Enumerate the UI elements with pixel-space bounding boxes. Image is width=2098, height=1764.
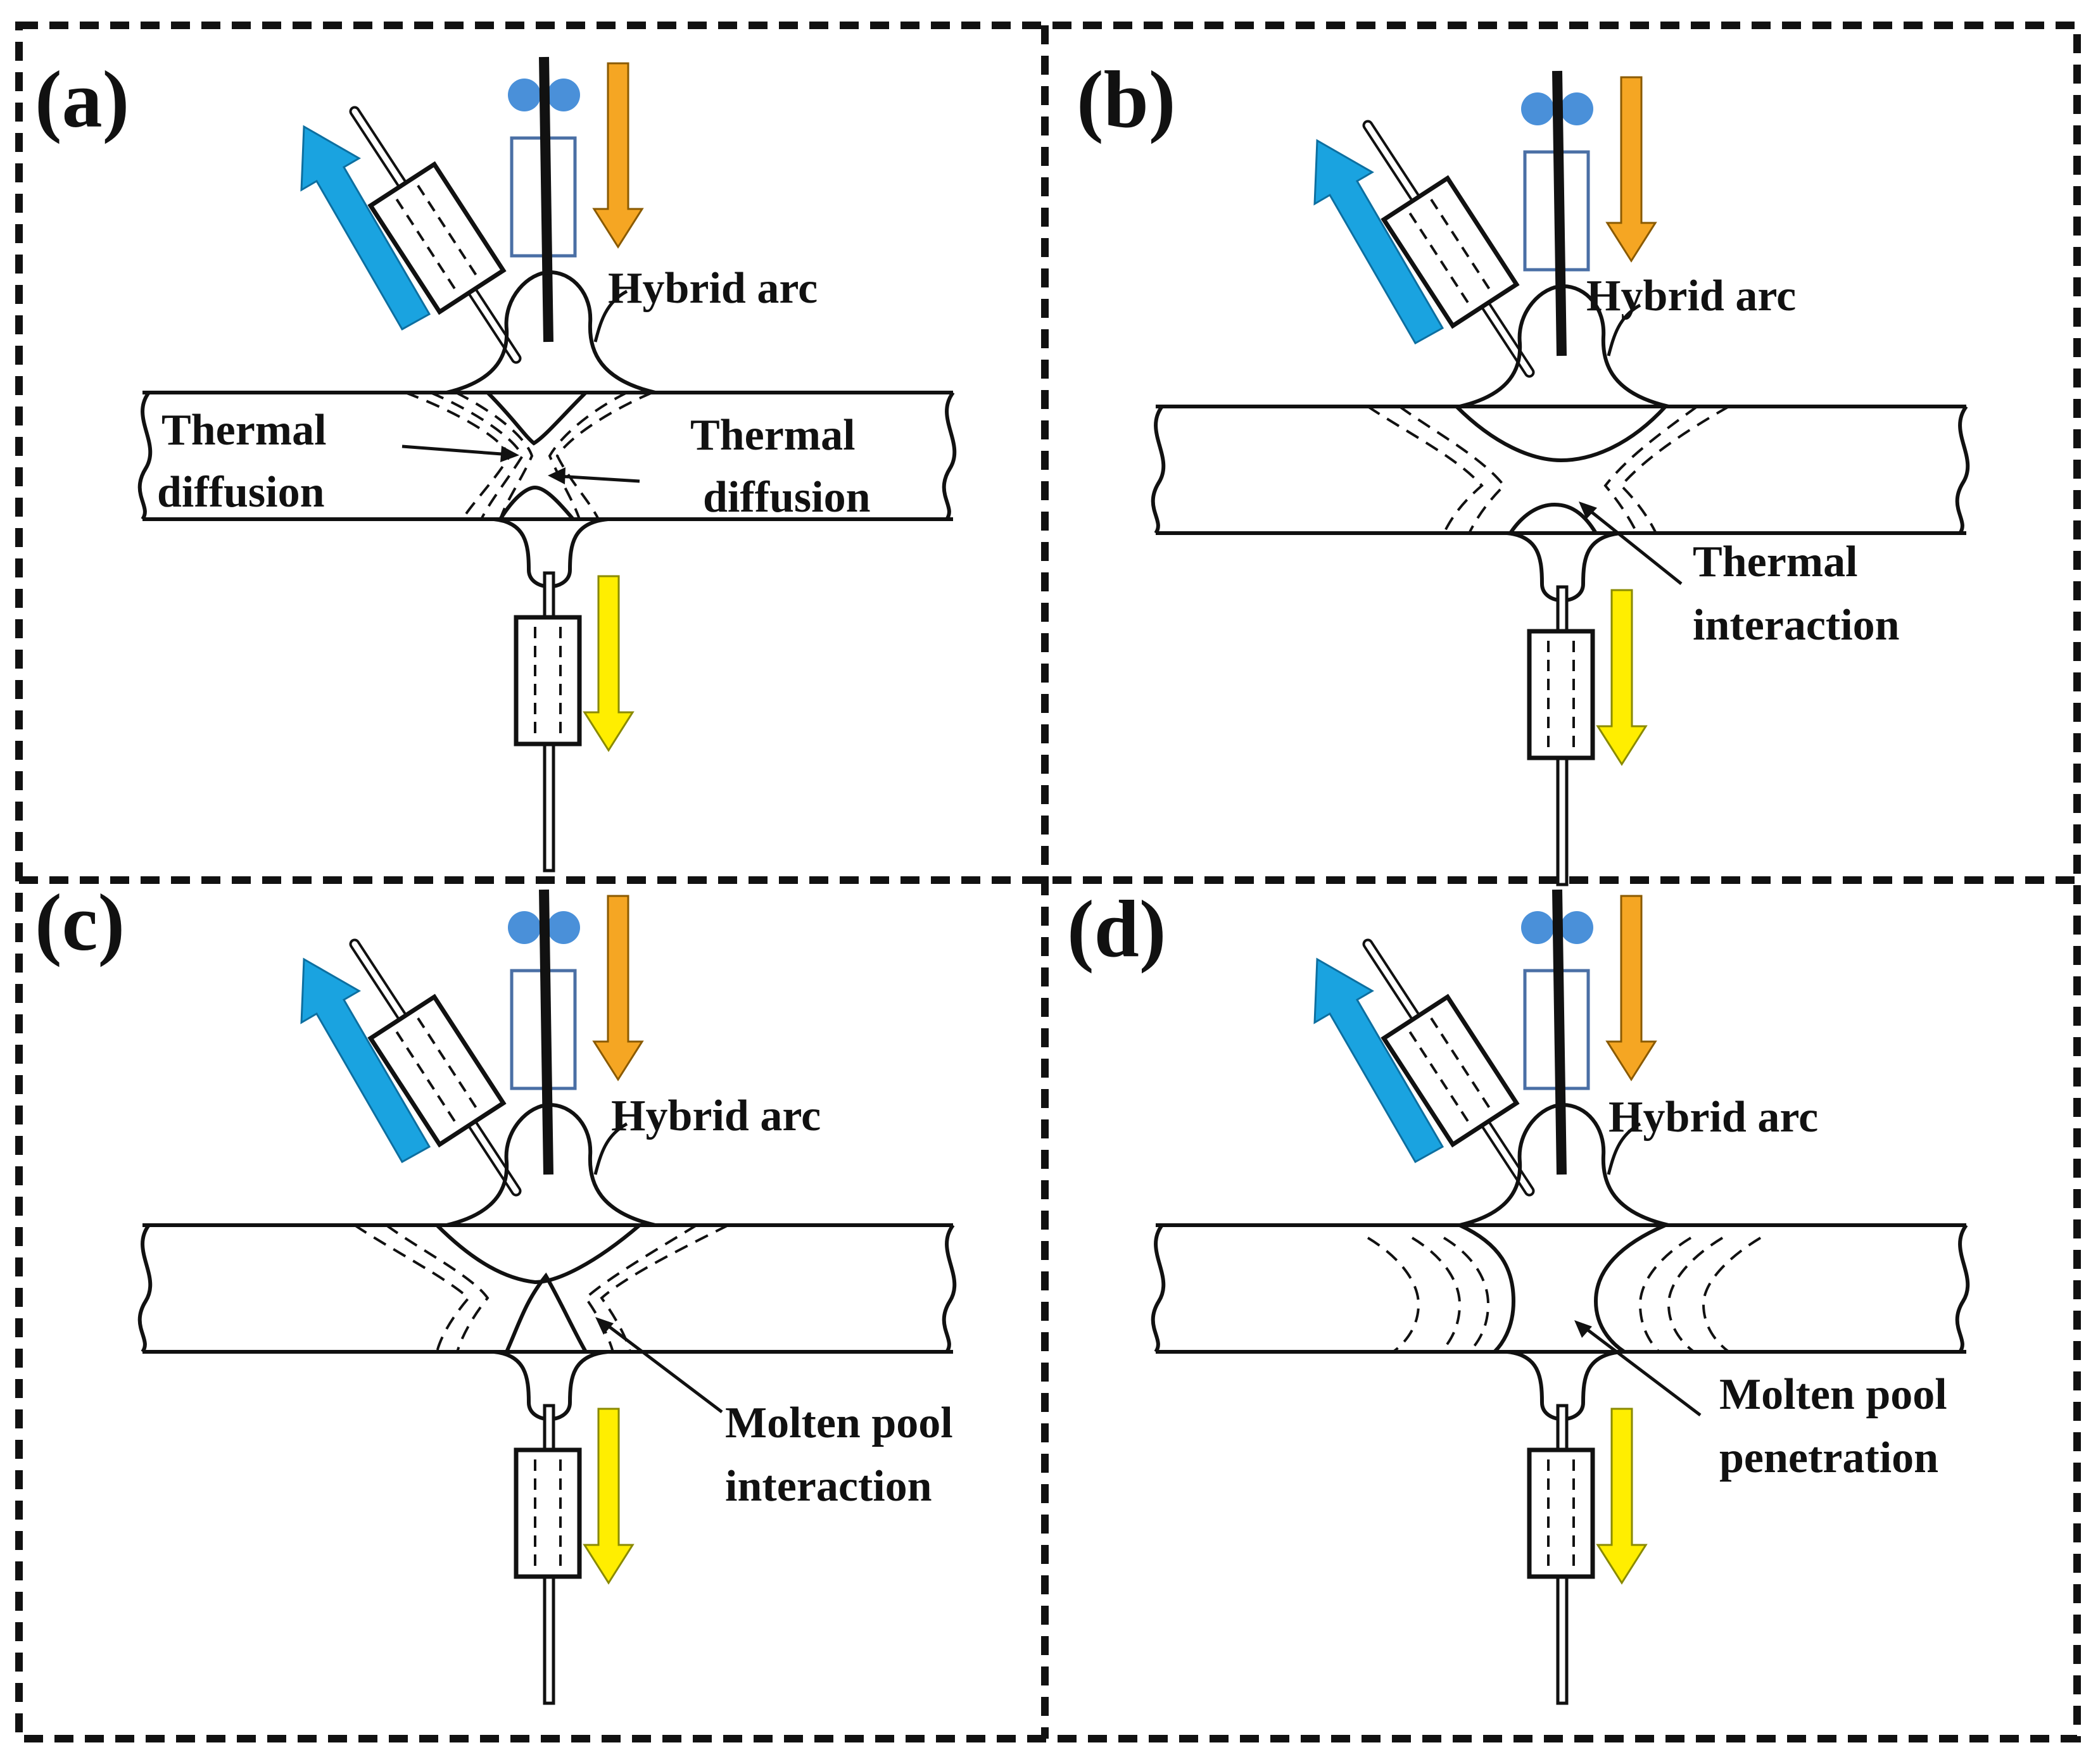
molten-pool-interaction-line2-c: interaction [725, 1462, 932, 1511]
thermal-diffusion-left-line2-a: diffusion [157, 468, 325, 517]
panel-b: (b) Hybrid arc Thermal interaction [1077, 54, 1968, 885]
molten-pool-penetration-line1-d: Molten pool [1719, 1370, 1947, 1419]
thermal-diffusion-right-line1-a: Thermal [690, 411, 856, 460]
hybrid-arc-label-c: Hybrid arc [611, 1092, 821, 1140]
panel-frame [15, 22, 2081, 1742]
hybrid-arc-label-a: Hybrid arc [608, 264, 818, 313]
panel-label-a: (a) [35, 54, 129, 144]
panel-label-c: (c) [35, 878, 125, 967]
thermal-interaction-line2-b: interaction [1693, 601, 1900, 650]
panel-label-b: (b) [1077, 54, 1175, 144]
molten-pool-interaction-line1-c: Molten pool [725, 1399, 953, 1447]
panel-c: (c) Hybrid arc Molten pool interaction [35, 878, 954, 1703]
panel-d: (d) Hybrid arc Molten pool penetration [1067, 884, 1968, 1703]
hybrid-arc-label-d: Hybrid arc [1608, 1093, 1818, 1142]
panel-label-d: (d) [1067, 884, 1166, 974]
thermal-interaction-line1-b: Thermal [1693, 538, 1858, 586]
molten-pool-penetration-line2-d: penetration [1719, 1433, 1938, 1482]
panel-a: (a) Hybrid arc Thermal diffusion Thermal… [35, 54, 954, 871]
hybrid-arc-label-b: Hybrid arc [1586, 272, 1796, 320]
thermal-diffusion-right-line2-a: diffusion [703, 473, 871, 522]
thermal-diffusion-left-line1-a: Thermal [161, 406, 327, 455]
